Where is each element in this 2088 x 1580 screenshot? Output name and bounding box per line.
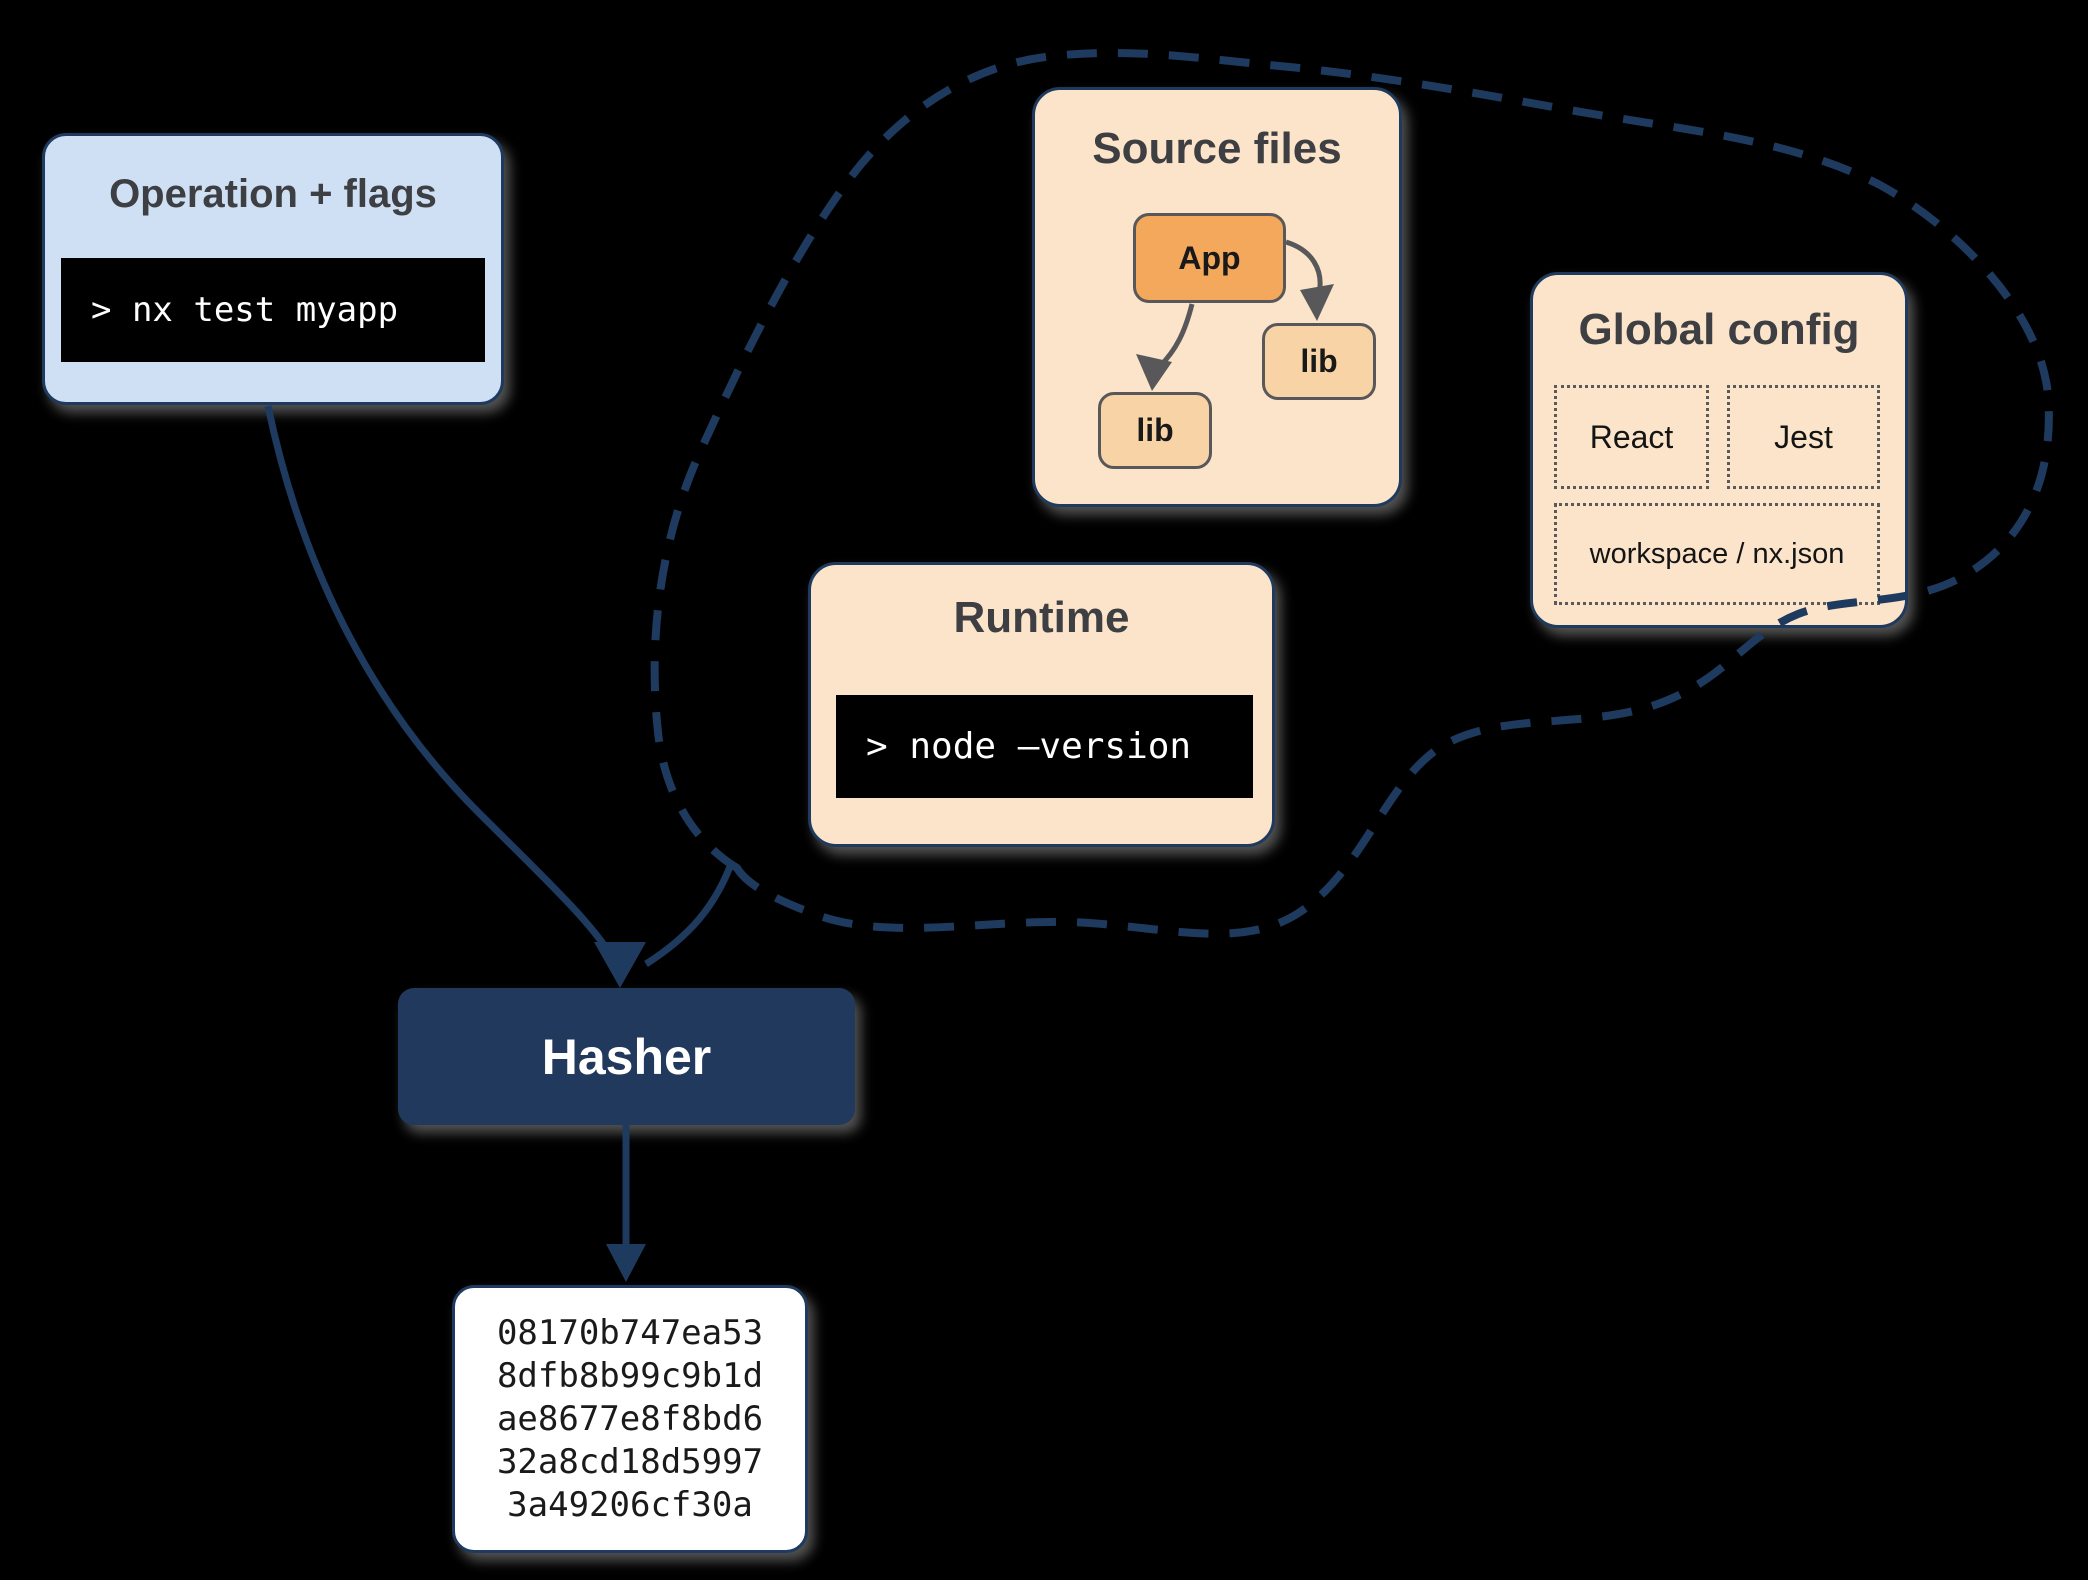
source-files-box: Source files App lib lib [1032, 87, 1402, 507]
hasher-box: Hasher [398, 988, 855, 1125]
config-item-react-label: React [1589, 418, 1674, 455]
hash-line: 32a8cd18d5997 [496, 1441, 764, 1482]
config-item-jest: Jest [1727, 385, 1880, 489]
config-item-workspace: workspace / nx.json [1554, 503, 1880, 605]
runtime-terminal-text: > node –version [866, 726, 1192, 767]
global-config-box: Global config React Jest workspace / nx.… [1530, 272, 1908, 628]
operation-terminal-text: > nx test myapp [91, 290, 399, 330]
operation-to-hasher-arrow [264, 405, 621, 968]
operation-flags-title: Operation + flags [109, 172, 437, 216]
hash-line: 08170b747ea53 [496, 1312, 764, 1353]
operation-flags-box: Operation + flags > nx test myapp [42, 133, 504, 405]
global-config-title: Global config [1578, 305, 1860, 354]
lib-node-left-label: lib [1136, 412, 1174, 448]
hash-line: 8dfb8b99c9b1d [496, 1355, 764, 1396]
source-files-title: Source files [1092, 124, 1342, 173]
cloud-to-hasher-arrow [644, 862, 735, 967]
config-item-jest-label: Jest [1774, 418, 1833, 455]
app-node: App [1133, 213, 1286, 303]
config-item-workspace-label: workspace / nx.json [1589, 537, 1845, 570]
config-item-react: React [1554, 385, 1709, 489]
hasher-arrowhead [594, 942, 646, 988]
runtime-terminal: > node –version [836, 695, 1253, 798]
hash-line: 3a49206cf30a [507, 1484, 753, 1525]
operation-terminal: > nx test myapp [61, 258, 485, 362]
hash-arrowhead [606, 1244, 646, 1282]
runtime-box: Runtime > node –version [808, 562, 1275, 847]
lib-node-right: lib [1262, 323, 1376, 400]
hash-output-box: 08170b747ea53 8dfb8b99c9b1d ae8677e8f8bd… [452, 1285, 808, 1553]
app-node-label: App [1178, 239, 1241, 276]
hash-line: ae8677e8f8bd6 [496, 1398, 764, 1439]
hasher-label: Hasher [541, 1028, 712, 1085]
lib-node-left: lib [1098, 392, 1212, 469]
runtime-title: Runtime [953, 593, 1130, 642]
lib-node-right-label: lib [1300, 343, 1338, 379]
